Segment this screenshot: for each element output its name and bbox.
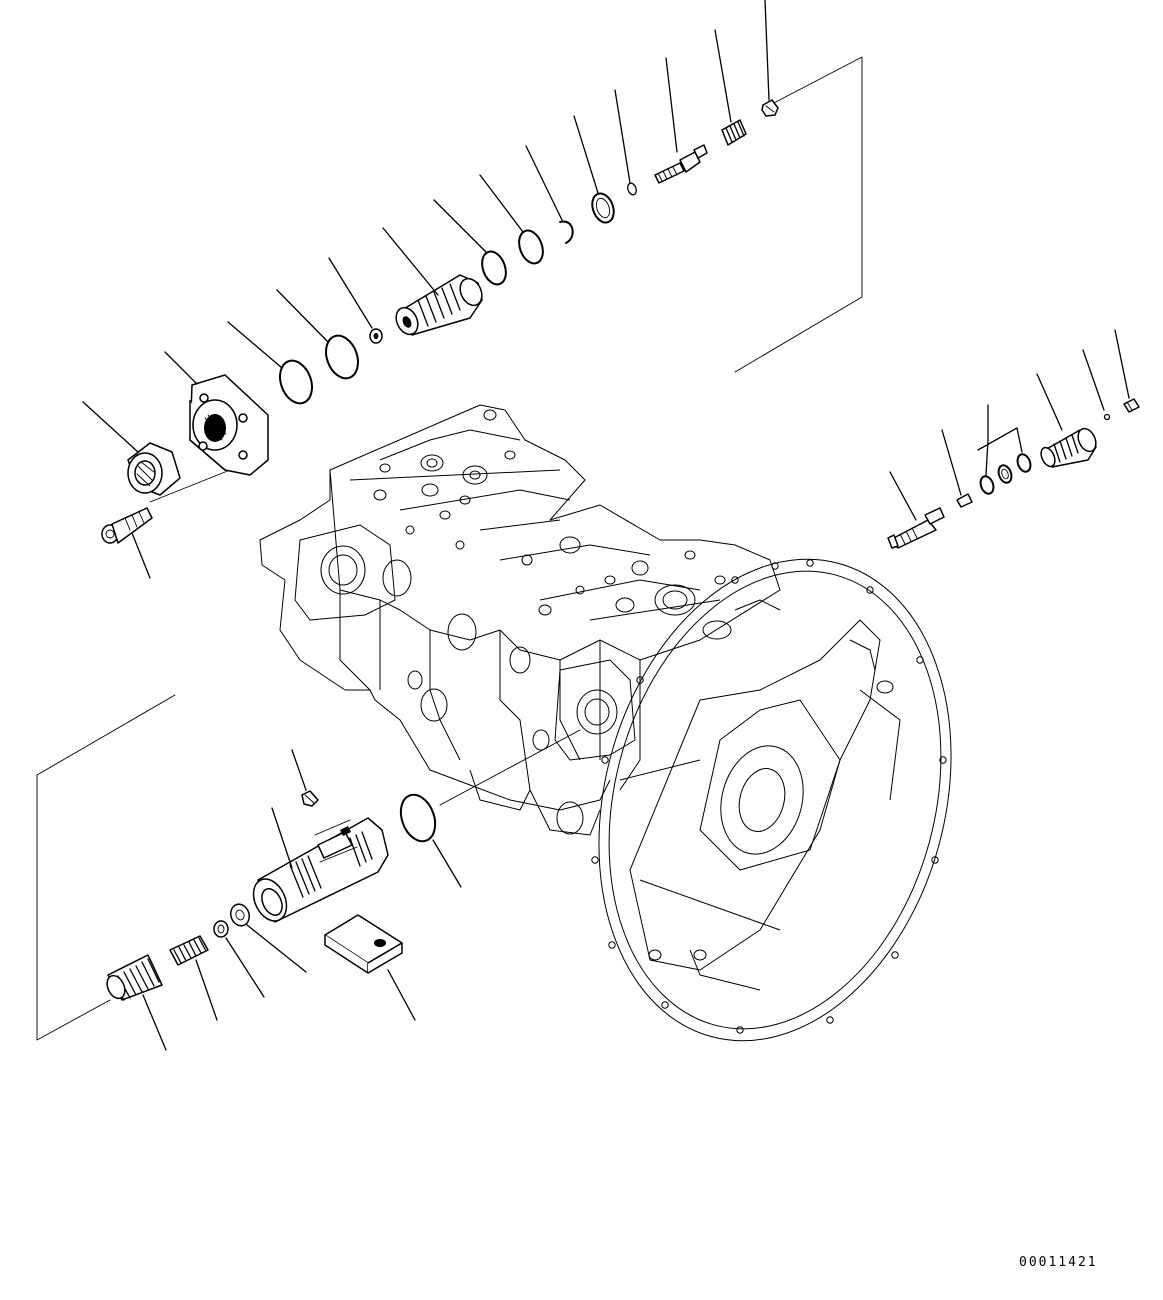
inner-spring-part <box>169 935 209 966</box>
ball-part <box>1103 413 1111 421</box>
small-o-ring <box>627 182 637 196</box>
o-ring-small-right-2 <box>1016 453 1032 473</box>
stopper-block-part <box>324 914 403 974</box>
o-ring-large-1 <box>279 359 313 405</box>
backup-ring-right <box>997 464 1013 484</box>
hydraulic-pump-body <box>259 404 781 836</box>
o-ring-large-2 <box>325 334 359 380</box>
bolt-part <box>101 507 153 544</box>
small-nut-part <box>369 328 383 344</box>
threaded-sleeve-part <box>395 274 483 336</box>
lower-axis-line <box>439 729 581 806</box>
leader-lines <box>82 0 1130 1051</box>
snap-ring <box>559 220 574 244</box>
washer-part <box>229 903 251 927</box>
drawing-number: 00011421 <box>1019 1255 1098 1270</box>
right-valve-sleeve-part <box>1040 427 1097 468</box>
o-ring-small-right-1 <box>979 475 995 495</box>
large-spring-part <box>106 954 163 1001</box>
small-spring-part <box>721 119 747 146</box>
upper-axis-line <box>149 469 231 503</box>
spring-seat-part <box>213 920 229 938</box>
o-ring-medium-2 <box>518 229 544 265</box>
flange-cover-part <box>189 374 269 476</box>
plug-part <box>761 99 779 117</box>
lower-group-bracket <box>36 694 176 1041</box>
flywheel-housing <box>591 558 952 1042</box>
o-ring-lower <box>399 793 437 843</box>
spool-pin-part <box>887 507 945 549</box>
o-ring-medium-1 <box>481 250 507 286</box>
dowel-pin-part <box>956 493 973 508</box>
small-plug-right <box>1123 398 1140 413</box>
set-screw-part <box>301 790 319 807</box>
upper-group-bracket <box>734 56 863 373</box>
piston-rod-part <box>654 144 708 184</box>
nut-part <box>127 442 181 496</box>
backup-ring <box>591 192 615 224</box>
piston-cylinder-part <box>252 817 389 923</box>
